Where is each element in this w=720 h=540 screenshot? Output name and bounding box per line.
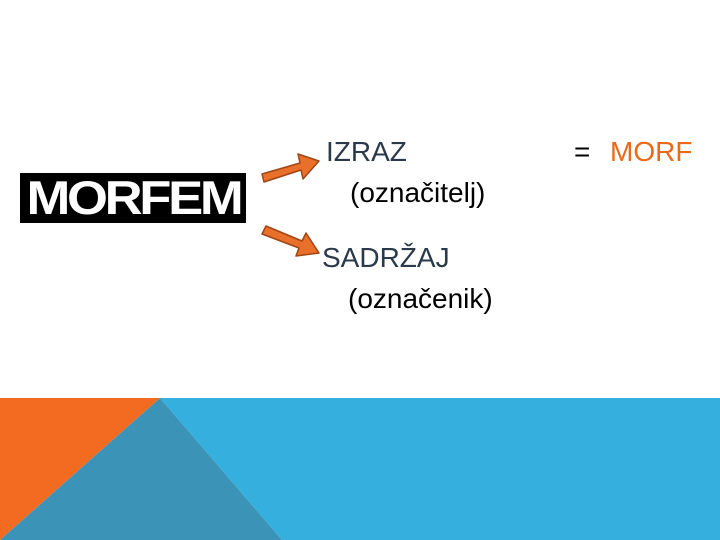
arrow-up-right-icon — [261, 153, 320, 183]
light-blue-shape — [160, 398, 720, 540]
izraz-label: IZRAZ — [326, 136, 407, 167]
sadrzaj-label: SADRŽAJ — [322, 242, 450, 273]
morfem-logo: MORFEM — [20, 173, 246, 223]
morfem-logo-text: MORFEM — [26, 171, 243, 224]
arrow-down-right-icon — [261, 225, 320, 257]
oznacenik-label: (označenik) — [348, 283, 493, 314]
dark-blue-shape — [0, 398, 282, 540]
morf-label: MORF — [610, 136, 693, 167]
oznacitelj-label: (označitelj) — [350, 177, 486, 208]
equals-sign: = — [574, 136, 591, 167]
